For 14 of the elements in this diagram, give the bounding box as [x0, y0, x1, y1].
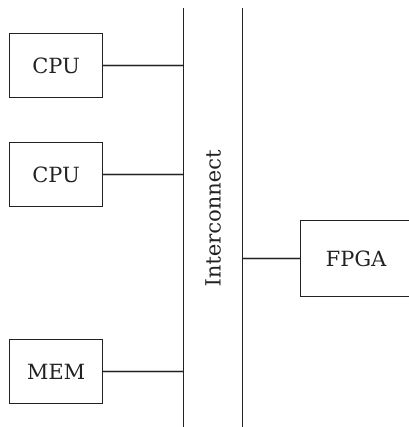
box-label: CPU — [32, 162, 80, 186]
connector-line — [103, 174, 183, 176]
box-label: FPGA — [326, 246, 386, 270]
component-box — [9, 142, 103, 207]
box-label: MEM — [26, 360, 86, 384]
bus-label: Interconnect — [201, 149, 225, 286]
connector-line — [243, 258, 300, 260]
interconnect-bus — [183, 8, 243, 427]
component-box — [300, 220, 409, 297]
connector-line — [103, 64, 183, 66]
box-label: CPU — [32, 54, 80, 78]
connector-line — [103, 370, 183, 372]
component-box — [9, 339, 103, 404]
component-box — [9, 33, 103, 98]
